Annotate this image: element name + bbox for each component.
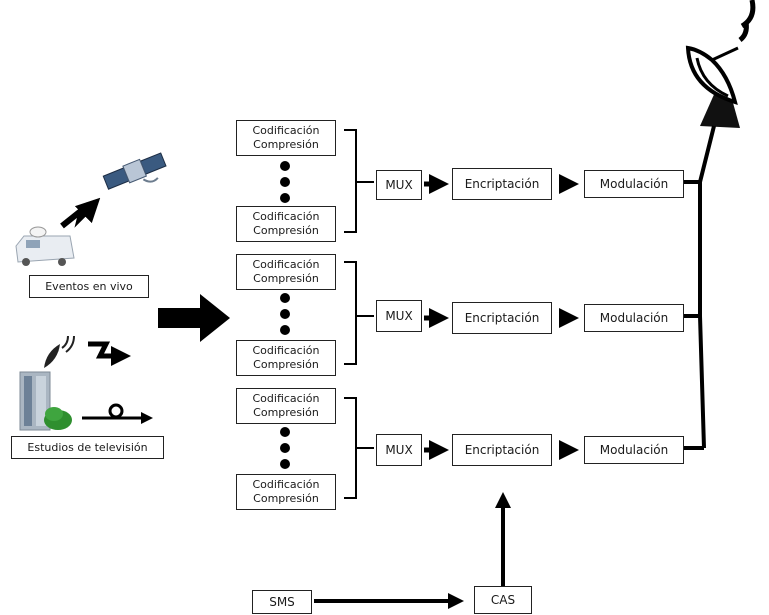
cable-icon xyxy=(82,403,153,424)
group-2-connectors xyxy=(280,261,579,365)
dish-tower-icon xyxy=(44,335,75,368)
satellite-icon xyxy=(102,152,167,190)
tv-studios-label: Estudios de televisión xyxy=(11,436,164,459)
cas-box: CAS xyxy=(474,586,532,614)
mux-box: MUX xyxy=(376,434,422,466)
broadcast-van-icon xyxy=(15,226,75,266)
mux-box: MUX xyxy=(376,300,422,332)
modulation-box: Modulación xyxy=(584,436,684,464)
modulation-box: Modulación xyxy=(584,170,684,198)
uplink-dish-icon xyxy=(685,0,756,128)
encryption-box: Encriptación xyxy=(452,302,552,334)
encryption-box: Encriptación xyxy=(452,434,552,466)
mux-box: MUX xyxy=(376,170,422,200)
output-combiner xyxy=(684,125,716,450)
building-icon xyxy=(19,371,72,431)
live-events-label: Eventos en vivo xyxy=(29,275,149,298)
encryption-box: Encriptación xyxy=(452,168,552,200)
sources-to-encoders-arrow xyxy=(158,294,230,342)
group-3-connectors xyxy=(280,397,579,499)
modulation-box: Modulación xyxy=(584,304,684,332)
sms-box: SMS xyxy=(252,590,312,614)
group-1-connectors xyxy=(280,129,579,233)
uplink-arrow xyxy=(60,197,101,229)
studio-wireless-arrow xyxy=(88,341,131,366)
